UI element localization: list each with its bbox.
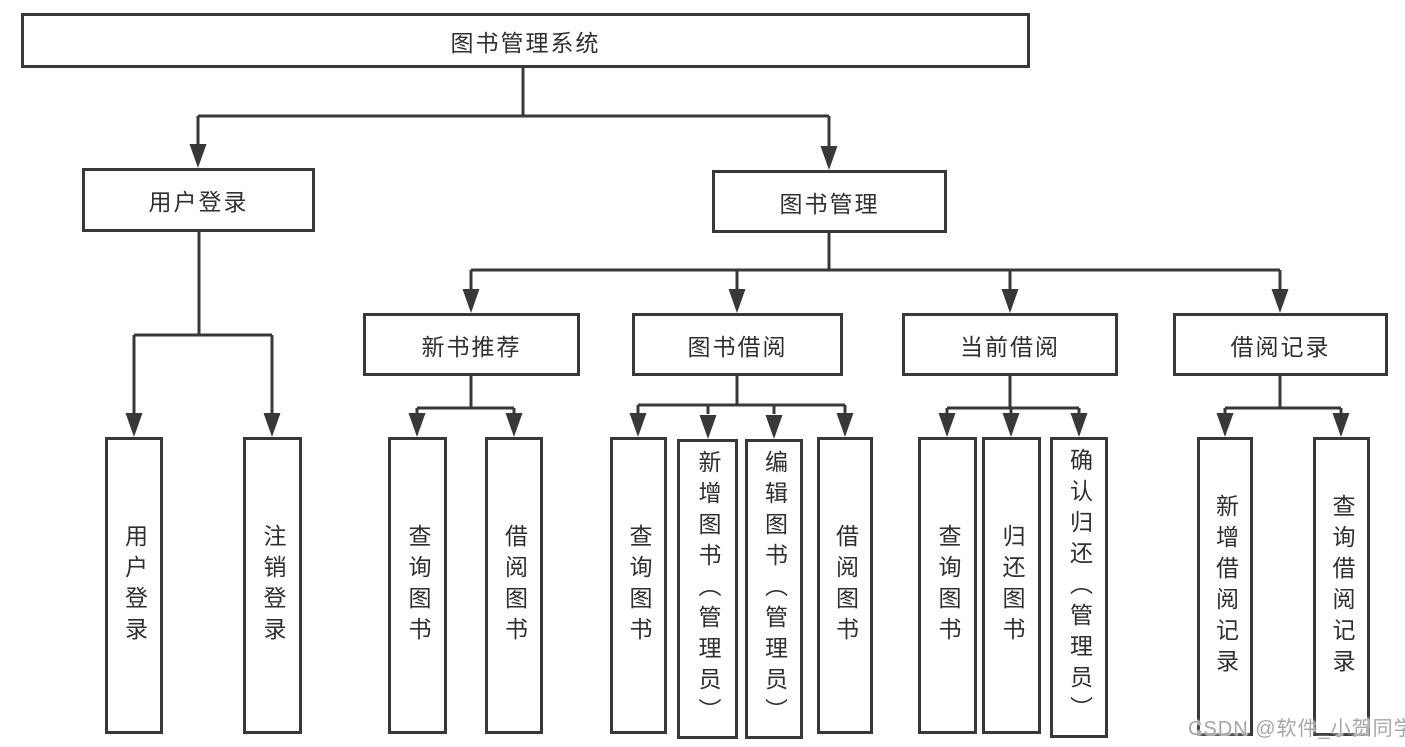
node-book-borrow: 图书借阅 [632,313,843,376]
leaf-query-borrow-record-label: 查询借阅记录 [1329,493,1355,680]
node-root: 图书管理系统 [21,13,1030,68]
node-current-borrow: 当前借阅 [902,313,1118,376]
connector-current-borrow-to-leaves [938,376,1088,437]
leaf-return-books-label: 归还图书 [999,523,1025,648]
connector-new-book-recommend-to-leaves [408,376,523,437]
node-book-management: 图书管理 [712,170,947,233]
leaf-query-books-3-label: 查询图书 [935,523,961,648]
node-new-book-recommend: 新书推荐 [363,313,580,376]
leaf-edit-books-admin-label: 编辑图书（管理员） [761,449,788,729]
node-user-login: 用户登录 [82,168,315,232]
leaf-logout-label: 注销登录 [260,523,286,648]
leaf-add-borrow-record: 新增借阅记录 [1197,437,1253,736]
leaf-user-login-label: 用户登录 [121,523,148,648]
leaf-add-books-admin: 新增图书（管理员） [677,439,738,739]
leaf-confirm-return-admin: 确认归还（管理员） [1050,437,1108,738]
leaf-query-borrow-record: 查询借阅记录 [1313,437,1370,736]
leaf-edit-books-admin: 编辑图书（管理员） [745,439,803,739]
leaf-query-books-2: 查询图书 [610,437,667,734]
leaf-query-books-2-label: 查询图书 [626,523,652,648]
connector-borrow-records-to-leaves [1216,376,1350,437]
csdn-watermark: CSDN @软件_小贺同学 [1188,718,1405,740]
connector-user-login-to-leaves [125,232,281,437]
leaf-user-login: 用户登录 [105,437,163,734]
node-borrow-records: 借阅记录 [1173,313,1388,376]
leaf-return-books: 归还图书 [982,437,1041,734]
leaf-logout: 注销登录 [243,437,302,734]
connector-book-borrow-to-leaves [629,376,854,439]
connector-book-management-to-level3 [462,233,1289,313]
leaf-borrow-books-2: 借阅图书 [817,437,873,734]
leaf-add-borrow-record-label: 新增借阅记录 [1212,493,1239,680]
leaf-borrow-books-1-label: 借阅图书 [501,523,528,648]
leaf-add-books-admin-label: 新增图书（管理员） [695,449,721,729]
connector-root-to-level2 [189,68,838,170]
leaf-borrow-books-2-label: 借阅图书 [832,523,859,648]
leaf-confirm-return-admin-label: 确认归还（管理员） [1066,448,1093,727]
leaf-query-books-1: 查询图书 [388,437,447,734]
leaf-query-books-1-label: 查询图书 [405,523,431,648]
leaf-query-books-3: 查询图书 [918,437,977,734]
leaf-borrow-books-1: 借阅图书 [485,437,543,734]
